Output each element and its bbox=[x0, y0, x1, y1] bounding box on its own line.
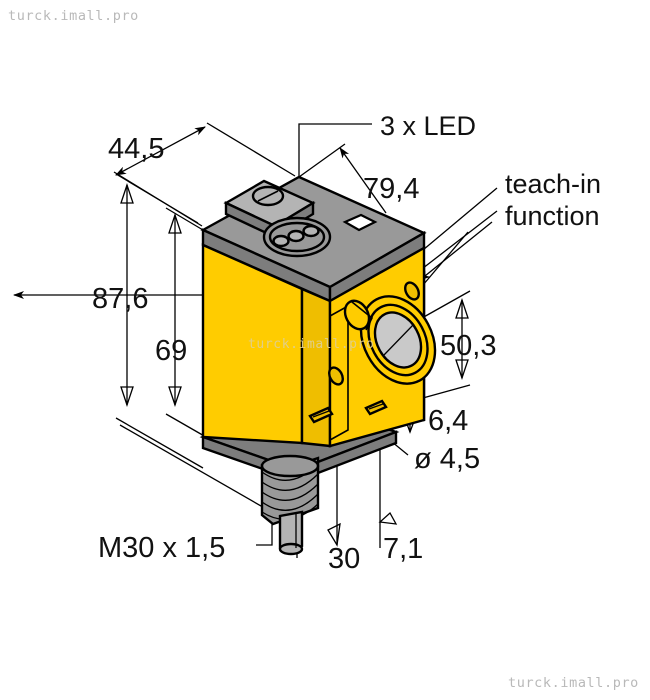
dimension-base-7-1 bbox=[378, 432, 398, 548]
led-2 bbox=[287, 229, 305, 243]
side-boss bbox=[343, 299, 374, 331]
body-right-face bbox=[300, 287, 332, 448]
dimension-label-79-4: 79,4 bbox=[363, 173, 419, 205]
cable-stub bbox=[278, 510, 304, 556]
dimension-label-44-5: 44,5 bbox=[108, 133, 164, 165]
callout-label-teach-in-line1: teach-in bbox=[505, 169, 601, 199]
dimension-label-50-3: 50,3 bbox=[440, 330, 496, 362]
mounting-hole-bottom bbox=[328, 366, 344, 386]
watermark-bottom-right: turck.imall.pro bbox=[508, 675, 639, 691]
dimension-label-hole-dia: ø 4,5 bbox=[414, 443, 480, 475]
dimension-label-30: 30 bbox=[328, 543, 360, 575]
led-indicator bbox=[262, 216, 332, 258]
dimension-teach-in-arrow bbox=[419, 221, 493, 286]
dimension-height-69 bbox=[165, 207, 207, 438]
dimension-label-69: 69 bbox=[155, 335, 187, 367]
dimension-label-m30: M30 x 1,5 bbox=[98, 532, 225, 564]
barrel-top bbox=[260, 454, 320, 478]
sensor-body bbox=[199, 175, 437, 556]
ultrasonic-transducer bbox=[359, 295, 437, 385]
base-tabs bbox=[308, 399, 388, 424]
teach-in-button bbox=[342, 213, 378, 232]
led-1 bbox=[272, 234, 290, 248]
callout-label-3x-led: 3 x LED bbox=[380, 111, 476, 141]
watermark-center: turck.imall.pro bbox=[248, 337, 375, 352]
dimension-label-6-4: 6,4 bbox=[428, 405, 468, 437]
dimension-label-7-1: 7,1 bbox=[383, 533, 423, 565]
dimension-label-87-6: 87,6 bbox=[92, 283, 148, 315]
callout-label-teach-in-line2: function bbox=[505, 201, 600, 231]
led-3 bbox=[302, 224, 320, 238]
mounting-hole-top bbox=[404, 281, 420, 301]
watermark-top-left: turck.imall.pro bbox=[8, 8, 139, 24]
